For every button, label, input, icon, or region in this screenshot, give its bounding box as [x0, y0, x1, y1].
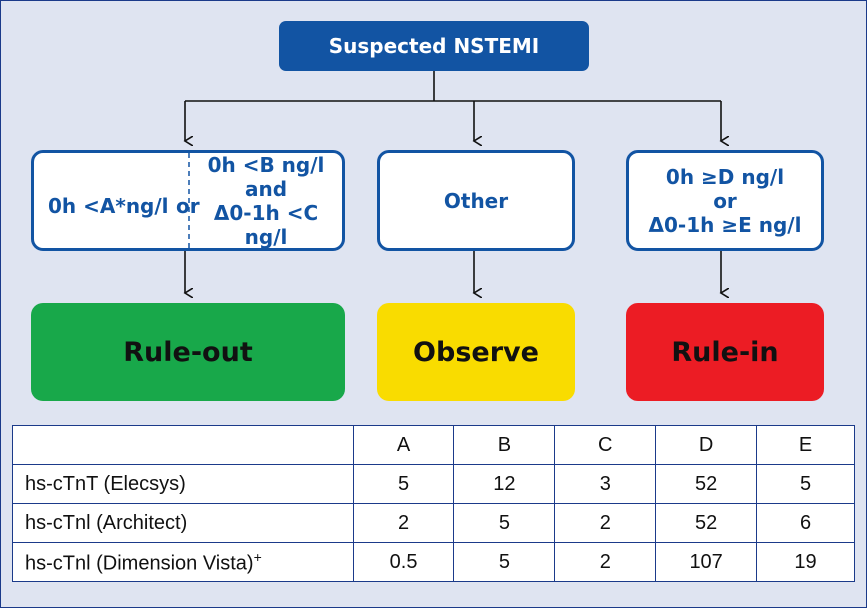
table-cell: 52 [655, 503, 758, 543]
table-row: hs-cTnT (Elecsys) 5 12 3 52 5 [12, 464, 855, 504]
ruleout-outcome-label: Rule-out [123, 336, 253, 368]
table-header-a: A [352, 425, 455, 465]
observe-criteria-label: Other [443, 188, 509, 213]
row-label: hs-cTnl (Dimension Vista)+ [12, 542, 354, 582]
table-cell: 19 [756, 542, 855, 582]
table-cell: 12 [453, 464, 556, 504]
table-cell: 5 [756, 464, 855, 504]
cutoff-table: A B C D E hs-cTnT (Elecsys) 5 12 3 52 5 … [12, 425, 855, 582]
table-header-e: E [756, 425, 855, 465]
suspected-nstemi-box: Suspected NSTEMI [279, 21, 589, 71]
connector-lines [1, 71, 866, 421]
rulein-line2: or [713, 188, 737, 213]
assay-name: hs-cTnl (Architect) [25, 511, 188, 534]
table-row: hs-cTnl (Dimension Vista)+ 0.5 5 2 107 1… [12, 542, 855, 582]
ruleout-line2: and [244, 177, 288, 201]
ruleout-line1: 0h <B ng/l [207, 153, 325, 177]
rulein-criteria-box: 0h ≥D ng/l or Δ0-1h ≥E ng/l [626, 150, 824, 251]
observe-outcome-label: Observe [413, 336, 539, 368]
row-label: hs-cTnT (Elecsys) [12, 464, 354, 504]
rulein-line1: 0h ≥D ng/l [665, 164, 785, 189]
footnote-mark: + [253, 548, 262, 565]
table-cell: 2 [352, 503, 455, 543]
observe-criteria-box: Other [377, 150, 575, 251]
observe-outcome-box: Observe [377, 303, 575, 401]
table-header-blank [12, 425, 354, 465]
row-label: hs-cTnl (Architect) [12, 503, 354, 543]
rulein-outcome-label: Rule-in [671, 336, 779, 368]
ruleout-outcome-box: Rule-out [31, 303, 345, 401]
assay-name: hs-cTnl (Dimension Vista) [25, 552, 254, 575]
assay-name: hs-cTnT (Elecsys) [25, 472, 186, 495]
table-header-c: C [554, 425, 657, 465]
table-cell: 107 [655, 542, 758, 582]
table-cell: 5 [352, 464, 455, 504]
suspected-nstemi-label: Suspected NSTEMI [328, 34, 540, 58]
rulein-line3: Δ0-1h ≥E ng/l [648, 212, 802, 237]
table-header-b: B [453, 425, 556, 465]
ruleout-or-label: or [176, 194, 200, 218]
ruleout-criterion-combined: 0h <B ng/l and Δ0-1h <C ng/l [196, 153, 336, 249]
ruleout-criteria-box: 0h <A*ng/l or 0h <B ng/l and Δ0-1h <C ng… [31, 150, 345, 251]
table-cell: 3 [554, 464, 657, 504]
table-cell: 2 [554, 542, 657, 582]
dashed-divider [188, 153, 190, 251]
table-cell: 5 [453, 542, 556, 582]
table-cell: 6 [756, 503, 855, 543]
ruleout-criterion-single: 0h <A*ng/l [48, 194, 169, 218]
ruleout-line3: Δ0-1h <C ng/l [213, 201, 319, 249]
table-header-d: D [655, 425, 758, 465]
table-cell: 52 [655, 464, 758, 504]
table-header-row: A B C D E [12, 425, 855, 465]
table-cell: 0.5 [352, 542, 455, 582]
table-cell: 2 [554, 503, 657, 543]
table-cell: 5 [453, 503, 556, 543]
table-row: hs-cTnl (Architect) 2 5 2 52 6 [12, 503, 855, 543]
rulein-outcome-box: Rule-in [626, 303, 824, 401]
